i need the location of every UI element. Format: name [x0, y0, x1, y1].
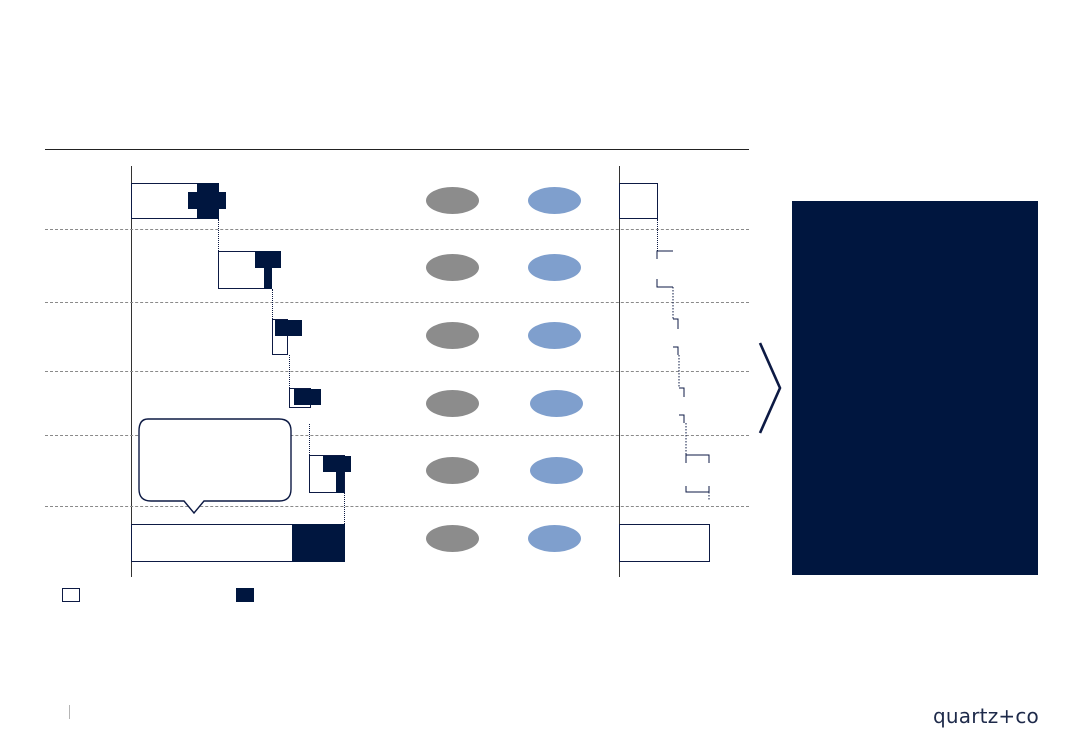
summary-text: [792, 201, 1038, 233]
connector: [344, 493, 345, 524]
title-rule: [45, 149, 749, 150]
connector: [272, 289, 273, 319]
grey-oval: [426, 457, 479, 484]
blue-oval: [528, 187, 581, 214]
waterfall-bar-navy: [275, 320, 302, 336]
row-separator: [45, 506, 749, 507]
total-bar-white: [131, 524, 293, 562]
blue-oval: [530, 457, 583, 484]
total-bar-navy: [292, 524, 345, 562]
connector: [309, 424, 310, 455]
summary-panel: [792, 201, 1038, 575]
blue-oval: [528, 254, 581, 281]
waterfall-bar-navy: [188, 192, 226, 209]
row-separator: [45, 229, 749, 230]
row-separator: [45, 435, 749, 436]
connector: [218, 219, 219, 251]
chevron-right-icon: [758, 342, 782, 434]
grey-oval: [426, 322, 479, 349]
callout-bubble: [138, 418, 292, 515]
footer-page-divider: [69, 705, 70, 719]
mini-bar: [619, 183, 658, 219]
connector: [289, 355, 290, 388]
waterfall-bar-navy: [336, 468, 344, 493]
mini-total-bar: [619, 524, 710, 562]
waterfall-bar-navy: [294, 389, 321, 405]
grey-oval: [426, 187, 479, 214]
waterfall-bar-navy: [255, 251, 281, 268]
row-separator: [45, 302, 749, 303]
waterfall-bar-navy: [264, 262, 272, 289]
grey-oval: [426, 254, 479, 281]
blue-oval: [528, 322, 581, 349]
mini-connector: [657, 219, 658, 251]
mini-waterfall-steps: [656, 250, 710, 500]
waterfall-bar-navy: [323, 456, 351, 472]
grey-oval: [426, 390, 479, 417]
legend-swatch-navy: [236, 588, 254, 602]
legend-swatch-white: [62, 588, 80, 602]
grey-oval: [426, 525, 479, 552]
blue-oval: [530, 390, 583, 417]
row-separator: [45, 371, 749, 372]
quartz-co-logo: quartz+co: [933, 704, 1039, 728]
blue-oval: [528, 525, 581, 552]
